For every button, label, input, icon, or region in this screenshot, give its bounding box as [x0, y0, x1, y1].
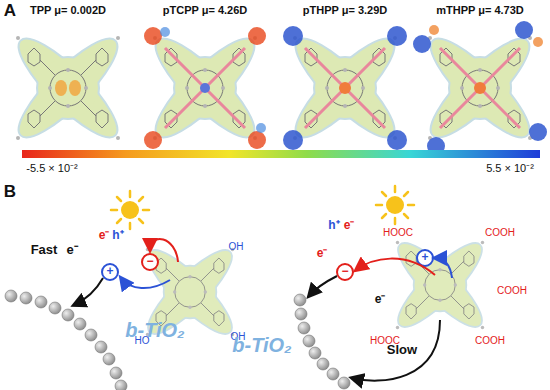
group-label: HOOC: [370, 335, 400, 346]
scale-min: -5.5 × 10⁻²: [26, 162, 77, 174]
charge-sign: −: [146, 255, 153, 268]
group-label: COOH: [485, 227, 515, 238]
molecule-name: pTHPP μ= 3.29D: [303, 4, 387, 16]
charge-sign: −: [341, 265, 348, 278]
charge-sign: +: [106, 265, 113, 278]
rate-label: Fast: [31, 243, 58, 257]
electron-label: e⁻: [375, 293, 386, 306]
molecule-name: mTHPP μ= 4.73D: [436, 4, 524, 16]
electron-label: e⁻: [66, 243, 77, 257]
group-label: COOH: [475, 335, 505, 346]
electron-label: e⁻: [99, 229, 110, 242]
panel-letter: B: [4, 183, 16, 202]
group-label: HO: [135, 335, 150, 346]
molecule-name: TPP μ= 0.002D: [30, 4, 106, 16]
electron-label: e⁻: [317, 247, 328, 260]
group-label: OH: [229, 241, 244, 252]
group-label: COOH: [497, 285, 527, 296]
group-label: HOOC: [383, 227, 413, 238]
substrate-label: b-TiO₂: [125, 319, 184, 341]
scale-max: 5.5 × 10⁻²: [486, 162, 534, 174]
molecule-name: pTCPP μ= 4.26D: [163, 4, 247, 16]
electron-label: e⁻: [344, 219, 355, 232]
panel-letter: A: [4, 2, 16, 21]
hole-label: h⁺: [112, 229, 123, 242]
charge-sign: +: [421, 251, 428, 264]
substrate-label: b-TiO₂: [232, 334, 291, 356]
hole-label: h⁺: [328, 219, 339, 232]
